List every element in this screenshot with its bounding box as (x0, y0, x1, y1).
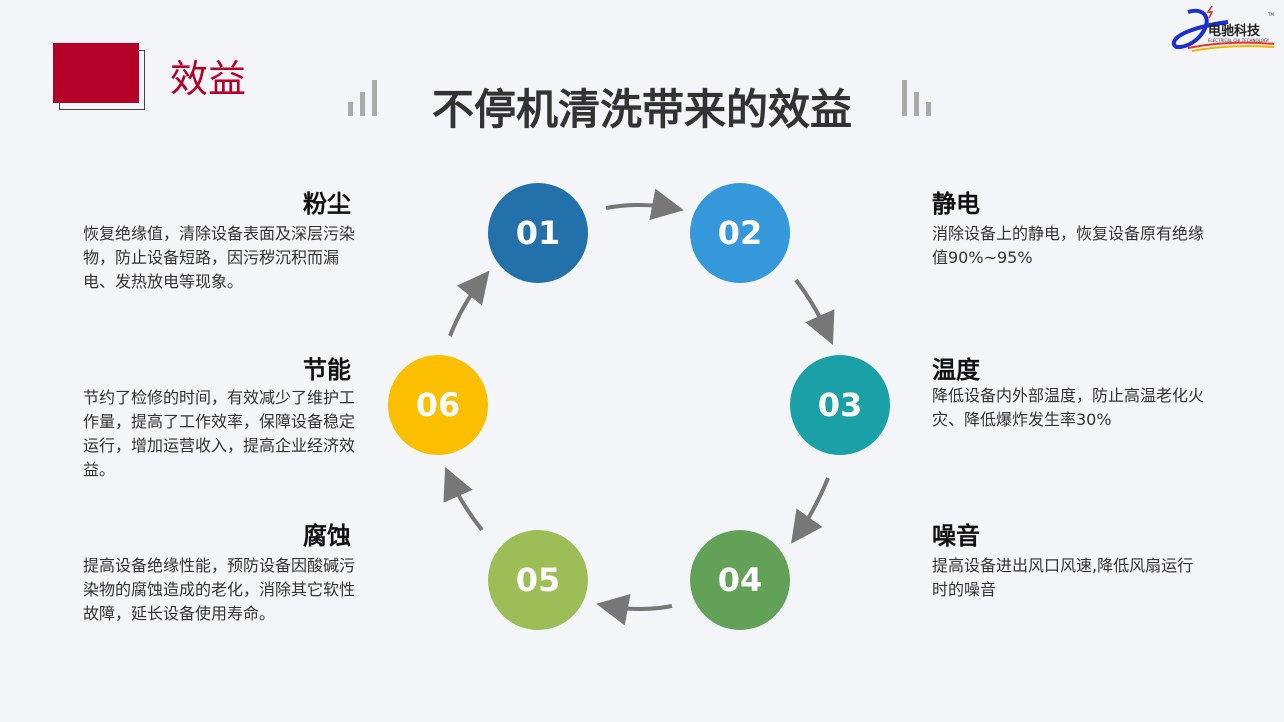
step-circle-04: 04 (690, 530, 790, 630)
step-circle-06: 06 (388, 355, 488, 455)
title-decor-right (902, 76, 931, 116)
arrow-03-04 (791, 477, 830, 544)
desc-energy: 节约了检修的时间，有效减少了维护工作量，提高了工作效率，保障设备稳定运行，增加运… (83, 388, 356, 479)
desc-noise: 提高设备进出风口风速,降低风扇运行时的噪音 (932, 556, 1194, 599)
section-label: 效益 (170, 57, 247, 101)
arrow-04-05 (596, 593, 673, 626)
page-title: 不停机清洗带来的效益 (431, 85, 852, 134)
arrow-05-06 (443, 467, 484, 532)
step-circle-05: 05 (488, 530, 588, 630)
title-decor-left (348, 76, 377, 116)
heading-energy: 节能 (303, 356, 351, 384)
step-circle-01: 01 (488, 183, 588, 283)
decor-red-block (53, 43, 139, 103)
arrow-02-03 (794, 278, 835, 345)
heading-temperature: 温度 (932, 356, 980, 384)
desc-corrosion: 提高设备绝缘性能，预防设备因酸碱污染物的腐蚀造成的老化，消除其它软性故障，延长设… (83, 556, 356, 623)
desc-temperature: 降低设备内外部温度，防止高温老化火灾、降低爆炸发生率30% (932, 386, 1205, 429)
heading-dust: 粉尘 (303, 190, 351, 218)
svg-text:TM: TM (1267, 12, 1274, 17)
company-logo: 电驰科技 ELECTRICAL CHI TECHNOLOGY TM (1168, 4, 1278, 56)
svg-text:电驰科技: 电驰科技 (1208, 23, 1261, 39)
heading-noise: 噪音 (932, 522, 980, 550)
desc-static: 消除设备上的静电，恢复设备原有绝缘值90%~95% (932, 224, 1205, 267)
desc-dust: 恢复绝缘值，清除设备表面及深层污染物，防止设备短路，因污秽沉积而漏电、发热放电等… (83, 224, 356, 291)
arrow-01-02 (605, 188, 684, 221)
step-circle-03: 03 (790, 355, 890, 455)
svg-text:ELECTRICAL CHI TECHNOLOGY: ELECTRICAL CHI TECHNOLOGY (1208, 38, 1270, 43)
heading-static: 静电 (932, 190, 980, 218)
arrow-06-01 (448, 270, 490, 337)
step-circle-02: 02 (690, 183, 790, 283)
heading-corrosion: 腐蚀 (303, 522, 351, 550)
